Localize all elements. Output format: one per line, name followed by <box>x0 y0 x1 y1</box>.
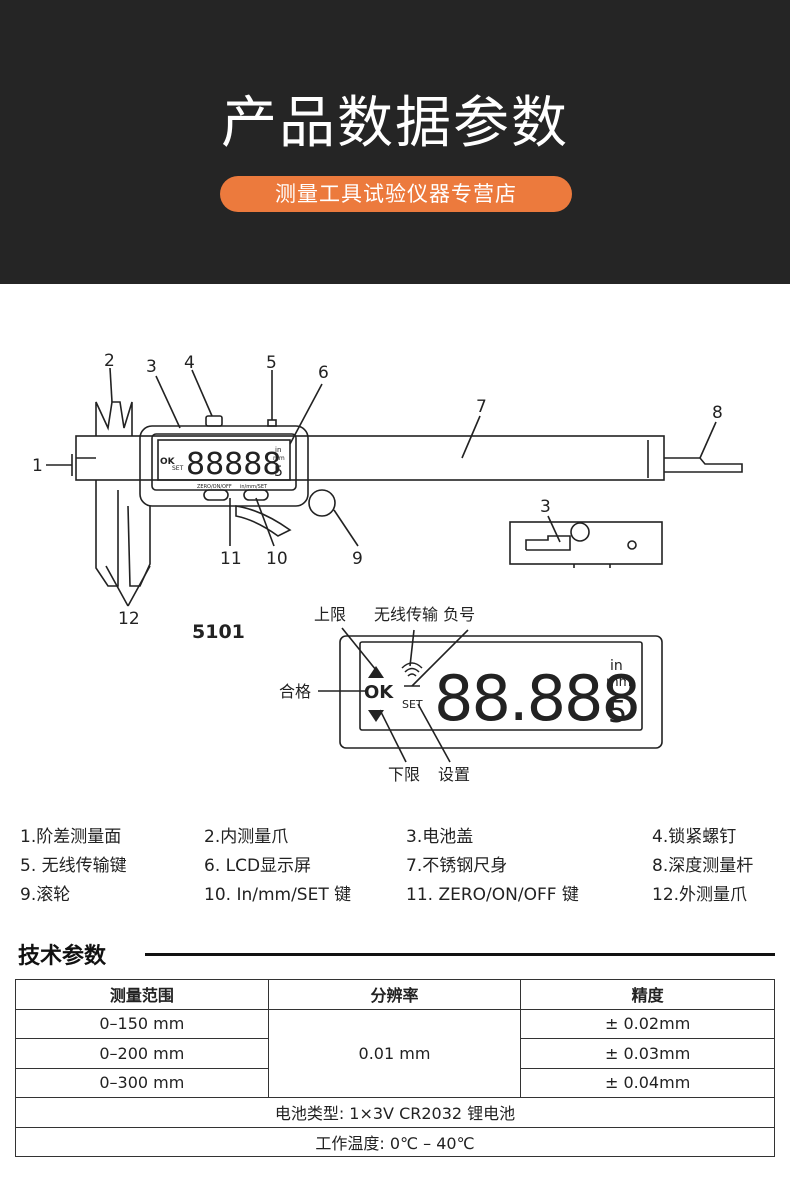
header-banner: 产品数据参数 测量工具试验仪器专营店 <box>0 0 790 284</box>
small-lcd-in: in <box>275 446 281 454</box>
store-badge: 测量工具试验仪器专营店 <box>220 176 572 212</box>
callout-10: 10 <box>266 549 288 569</box>
resolution-cell: 0.01 mm <box>267 1008 522 1098</box>
part-item: 1.阶差测量面 <box>20 827 122 847</box>
small-lcd-sub: 5 <box>274 464 283 480</box>
header-resolution: 分辨率 <box>267 979 522 1010</box>
table-row: 电池类型: 1×3V CR2032 锂电池 <box>15 1097 775 1128</box>
callout-3: 3 <box>146 357 157 377</box>
slider-body <box>139 425 309 507</box>
large-lcd-sub: 5 <box>608 695 627 730</box>
part-item: 2.内测量爪 <box>204 827 289 847</box>
depth-rod <box>664 457 743 473</box>
large-lcd-set: SET <box>402 698 423 711</box>
small-lcd-digits: 88888 <box>186 447 281 482</box>
part-item: 5. 无线传输键 <box>20 856 127 876</box>
wifi-icon <box>401 662 423 687</box>
label-lower-limit: 下限 <box>388 765 420 784</box>
upper-limit-arrow <box>368 666 384 678</box>
large-lcd-mm: mm <box>606 675 631 690</box>
header-range: 测量范围 <box>15 979 269 1010</box>
callout-2: 2 <box>104 351 115 371</box>
label-upper-limit: 上限 <box>314 605 346 624</box>
part-item: 12.外测量爪 <box>652 885 748 905</box>
table-row: 0–200 mm ± 0.03mm <box>15 1038 775 1069</box>
part-item: 10. In/mm/SET 键 <box>204 885 352 905</box>
table-row: 0–300 mm ± 0.04mm <box>15 1067 775 1098</box>
range-cell: 0–200 mm <box>15 1038 269 1069</box>
caliper-diagram: 2 3 4 5 6 7 8 1 9 10 11 12 3 5101 88888 … <box>0 340 790 800</box>
part-item: 7.不锈钢尺身 <box>406 856 508 876</box>
label-wireless-negative: 无线传输 负号 <box>374 605 475 624</box>
label-setting: 设置 <box>438 765 470 784</box>
table-row: 工作温度: 0℃ – 40℃ <box>15 1126 775 1157</box>
large-lcd-ok: OK <box>364 682 394 703</box>
small-lcd-btn-left: ZERO/ON/OFF <box>197 484 232 490</box>
callout-12: 12 <box>118 609 140 629</box>
specs-divider <box>145 953 775 956</box>
callout-6: 6 <box>318 363 329 383</box>
callout-cover: 3 <box>540 497 551 517</box>
part-item: 6. LCD显示屏 <box>204 856 312 876</box>
part-item: 9.滚轮 <box>20 885 71 905</box>
inner-jaw-fixed <box>95 401 133 436</box>
page-title: 产品数据参数 <box>221 91 569 156</box>
caliper-illustration: 2 3 4 5 6 7 8 1 9 10 11 12 3 5101 88888 … <box>32 351 743 784</box>
small-lcd-ok: OK <box>160 457 176 467</box>
large-lcd-in: in <box>610 658 623 674</box>
parts-list: 1.阶差测量面 2.内测量爪 3.电池盖 4.锁紧螺钉 5. 无线传输键 6. … <box>20 822 780 914</box>
zero-button <box>203 489 229 501</box>
small-lcd-set: SET <box>172 465 184 472</box>
callout-5: 5 <box>266 353 277 373</box>
range-cell: 0–150 mm <box>15 1008 269 1039</box>
range-cell: 0–300 mm <box>15 1067 269 1098</box>
accuracy-cell: ± 0.03mm <box>520 1038 775 1069</box>
part-item: 4.锁紧螺钉 <box>652 827 737 847</box>
large-lcd-frame <box>339 635 663 749</box>
part-item: 11. ZERO/ON/OFF 键 <box>406 885 579 905</box>
temperature-cell: 工作温度: 0℃ – 40℃ <box>15 1126 775 1157</box>
accuracy-cell: ± 0.02mm <box>520 1008 775 1039</box>
thumb-roller <box>235 505 292 537</box>
large-lcd-digits: 88.888 <box>434 662 639 735</box>
battery-cell: 电池类型: 1×3V CR2032 锂电池 <box>15 1097 775 1128</box>
outer-jaw-fixed <box>95 480 119 587</box>
callout-9: 9 <box>352 549 363 569</box>
roller-wheel <box>308 489 336 517</box>
part-item: 8.深度测量杆 <box>652 856 754 876</box>
small-lcd-mm: mm <box>273 455 285 462</box>
callout-11: 11 <box>220 549 242 569</box>
callout-7: 7 <box>476 397 487 417</box>
model-number: 5101 <box>192 621 245 643</box>
part-item: 3.电池盖 <box>406 827 474 847</box>
table-header-row: 测量范围 分辨率 精度 <box>15 979 775 1010</box>
specs-heading: 技术参数 <box>18 944 107 969</box>
lock-screw <box>205 415 223 427</box>
callout-4: 4 <box>184 353 195 373</box>
specs-table: 测量范围 分辨率 精度 0–150 mm 0.01 mm ± 0.02mm 0–… <box>15 979 775 1157</box>
lower-limit-arrow <box>368 710 384 722</box>
callout-1: 1 <box>32 456 43 476</box>
label-pass: 合格 <box>279 682 311 701</box>
header-accuracy: 精度 <box>520 979 775 1010</box>
accuracy-cell: ± 0.04mm <box>520 1067 775 1098</box>
small-lcd-btn-right: in/mm/SET <box>240 484 268 490</box>
callout-8: 8 <box>712 403 723 423</box>
table-row: 0–150 mm 0.01 mm ± 0.02mm <box>15 1008 775 1098</box>
battery-cover-view <box>509 521 663 565</box>
wireless-key <box>267 419 277 427</box>
